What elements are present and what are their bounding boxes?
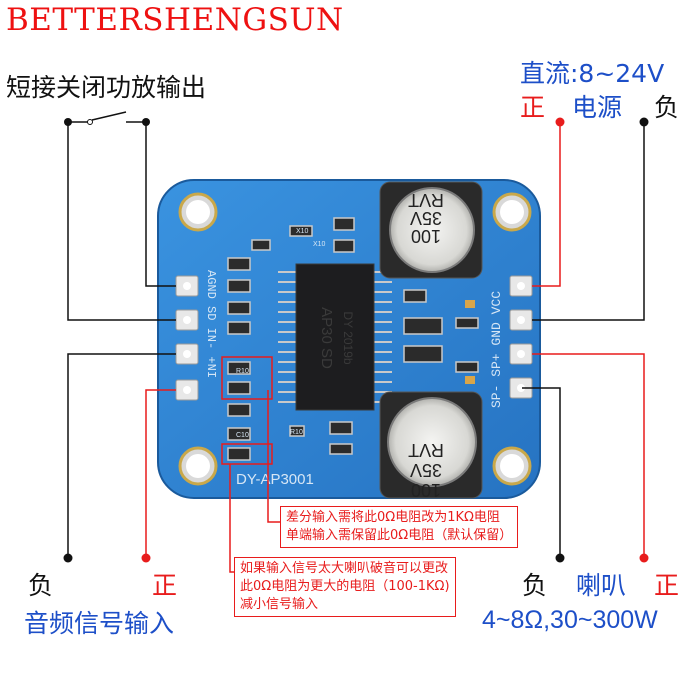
speaker-positive-label: 正 [654, 571, 680, 600]
wiring [67, 111, 645, 558]
switch-caption: 短接关闭功放输出 [6, 73, 207, 102]
power-negative-label: 负 [654, 93, 680, 122]
capacitor-marking: 100 [411, 480, 441, 500]
note-line: 如果输入信号太大喇叭破音可以更改 [240, 561, 449, 576]
speaker-spec: 4~8Ω,30~300W [482, 606, 658, 634]
board-model: DY-AP3001 [236, 471, 314, 488]
input-label: 音频信号输入 [24, 609, 175, 638]
speaker-negative-label: 负 [522, 571, 548, 600]
capacitor-marking: 35V [410, 460, 442, 480]
power-spec: 直流:8~24V [520, 59, 665, 88]
input-positive-label: 正 [152, 571, 178, 600]
brand-title: BETTERSHENGSUN [6, 2, 344, 38]
pcb-board: AP30 SD DY 2019b 100 35V RVT 100 35V RVT… [157, 179, 541, 500]
capacitor-marking: 35V [410, 208, 442, 228]
ic-chip: AP30 SD DY 2019b [278, 263, 392, 411]
capacitor-marking: RVT [408, 190, 444, 210]
input-negative-label: 负 [28, 571, 54, 600]
component-label: R10 [236, 368, 249, 375]
capacitor-marking: RVT [408, 440, 444, 460]
capacitor-bottom [379, 391, 483, 499]
component-label: C10 [236, 432, 249, 439]
wiring-red [145, 122, 645, 573]
left-pin-labels: AGND SD IN- +NI [204, 270, 218, 378]
note-line: 单端输入需保留此0Ω电阻（默认保留） [286, 528, 513, 543]
component-label: R10 [290, 429, 303, 436]
chip-marking: DY 2019b [341, 311, 355, 364]
note-line: 减小信号输入 [240, 597, 319, 612]
mounting-holes [178, 192, 532, 486]
capacitor-marking: 100 [411, 226, 441, 246]
note-differential-input: 差分输入需将此0Ω电阻改为1KΩ电阻 单端输入需保留此0Ω电阻（默认保留） [280, 506, 519, 548]
note-line: 差分输入需将此0Ω电阻改为1KΩ电阻 [286, 510, 500, 525]
resistor-highlights [221, 356, 273, 465]
power-positive-label: 正 [520, 93, 546, 122]
chip-marking: AP30 SD [318, 307, 335, 369]
smd-components [227, 217, 479, 461]
speaker-label: 喇叭 [576, 571, 627, 600]
right-pin-labels: SP- SP+ GND VCC [489, 291, 504, 408]
terminal-dots [63, 117, 649, 563]
capacitor-top [379, 181, 483, 279]
note-line: 此0Ω电阻为更大的电阻（100-1KΩ) [240, 579, 450, 594]
note-overdrive: 如果输入信号太大喇叭破音可以更改 此0Ω电阻为更大的电阻（100-1KΩ) 减小… [234, 557, 456, 617]
power-label: 电源 [572, 93, 623, 122]
component-label: X10 [296, 228, 309, 235]
component-label: X10 [313, 241, 326, 248]
